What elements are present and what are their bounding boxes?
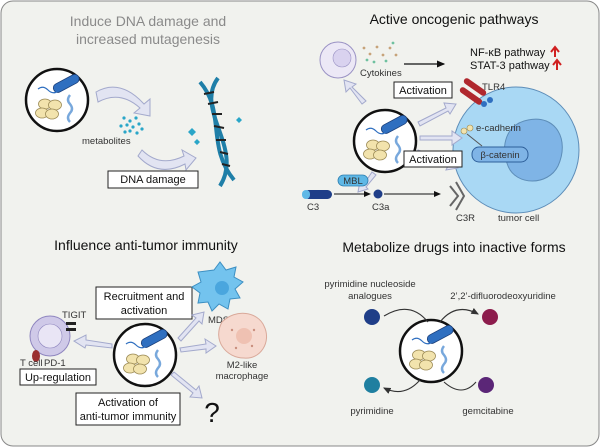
tlr4-receptor-icon <box>459 78 493 107</box>
m2-label-1: M2-like <box>227 360 258 371</box>
m2-label-2: macrophage <box>216 371 269 382</box>
tcell-label: T cell <box>20 358 43 369</box>
c3a-icon <box>373 189 383 199</box>
arrow-to-question <box>170 371 203 399</box>
drug-molecule-icon <box>478 377 494 393</box>
nfkb-label: NF-κB pathway <box>470 47 546 59</box>
arrow-bug-to-pyrimidine <box>383 379 421 394</box>
pyrimidine-analogues-label-1: pyrimidine nucleoside <box>324 279 415 290</box>
gemcitabine-label: gemcitabine <box>462 406 513 417</box>
ecadherin-icon <box>460 127 468 135</box>
upregulation-box <box>19 368 97 386</box>
mbl-label: MBL <box>343 176 363 187</box>
c3a-label: C3a <box>372 202 390 213</box>
bacteria-icon <box>112 322 178 388</box>
dna-panel-title-1: Induce DNA damage and <box>70 13 226 29</box>
drug-molecule-icon <box>364 309 380 325</box>
dna-panel-title-2: increased mutagenesis <box>76 31 220 47</box>
arrow-to-tlr4 <box>417 102 457 127</box>
up-arrow-icon <box>552 58 562 70</box>
anti-tumor-label-2: anti-tumor immunity <box>80 411 177 423</box>
dna-helix-icon <box>188 76 242 188</box>
pyrimidine-label: pyrimidine <box>350 406 393 417</box>
c3r-label: C3R <box>456 213 475 224</box>
arrow-to-ecadherin <box>419 130 463 146</box>
arrow-to-cytokines <box>343 79 367 105</box>
recruitment-label-2: activation <box>121 305 167 317</box>
mbl-box <box>337 174 369 187</box>
panel-dna-damage: Induce DNA damage and increased mutagene… <box>24 13 242 189</box>
panel-drugs: Metabolize drugs into inactive forms pyr… <box>324 239 565 417</box>
pd1-label: PD-1 <box>44 358 66 369</box>
bcatenin-box <box>471 146 529 163</box>
tumor-cell-label: tumor cell <box>498 213 539 224</box>
stat3-label: STAT-3 pathway <box>470 60 550 72</box>
arrow-analogue-to-bug <box>383 308 429 323</box>
activation-anti-tumor-box <box>75 392 181 426</box>
recruitment-box <box>95 286 193 320</box>
cytokine-dots-icon <box>362 45 398 57</box>
dna-damage-label: DNA damage <box>120 174 185 186</box>
activation-box-1 <box>393 81 453 99</box>
arrow-to-macrophage <box>179 337 217 354</box>
activation-label-1: Activation <box>399 85 447 97</box>
tlr4-label: TLR4 <box>482 82 505 93</box>
up-arrow-icon <box>550 45 560 57</box>
panel-oncogenic: Active oncogenic pathways Cytokines NF-κ… <box>302 11 580 224</box>
c3-label: C3 <box>307 202 319 213</box>
arrow-bug-to-difluoro <box>439 307 479 323</box>
tigit-receptor-icon <box>66 322 76 331</box>
nucleus-icon <box>504 118 563 182</box>
drugs-panel-title: Metabolize drugs into inactive forms <box>342 239 565 255</box>
question-mark-icon: ? <box>204 397 220 428</box>
onco-panel-title: Active oncogenic pathways <box>370 11 539 27</box>
bacteria-icon <box>24 67 90 133</box>
immune-panel-title: Influence anti-tumor immunity <box>54 237 238 253</box>
bacteria-icon <box>398 318 464 384</box>
ecadherin-label: e-cadherin <box>476 123 521 134</box>
drug-molecule-icon <box>482 309 498 325</box>
panel-immunity: Influence anti-tumor immunity Recruitmen… <box>19 237 269 428</box>
arrow-to-mdsc <box>177 311 205 342</box>
arrow-to-tcell <box>72 334 113 349</box>
activation-label-2: Activation <box>409 154 457 166</box>
pd1-icon <box>32 350 40 362</box>
cytokines-label: Cytokines <box>360 68 402 79</box>
mdsc-label: MDSC <box>208 315 236 326</box>
metabolite-dots-icon <box>119 116 144 135</box>
c3r-receptor-icon <box>449 181 466 211</box>
drug-molecule-icon <box>364 377 380 393</box>
anti-tumor-label-1: Activation of <box>98 397 159 409</box>
curved-arrow-icon <box>137 148 197 172</box>
bcatenin-label: β-catenin <box>480 150 519 161</box>
dna-damage-box <box>107 170 199 189</box>
recruitment-label-1: Recruitment and <box>104 291 185 303</box>
difluoro-label: 2’,2’-difluorodeoxyuridine <box>450 291 556 302</box>
tigit-label: TIGIT <box>62 310 86 321</box>
metabolites-label: metabolites <box>82 136 131 147</box>
pyrimidine-analogues-label-2: analogues <box>348 291 392 302</box>
activation-box-2 <box>403 150 463 168</box>
c3-protein-icon <box>304 190 332 199</box>
arrow-gemcitabine-to-bug <box>443 381 477 391</box>
curved-arrow-icon <box>95 86 151 117</box>
upregulation-label: Up-regulation <box>25 372 91 384</box>
